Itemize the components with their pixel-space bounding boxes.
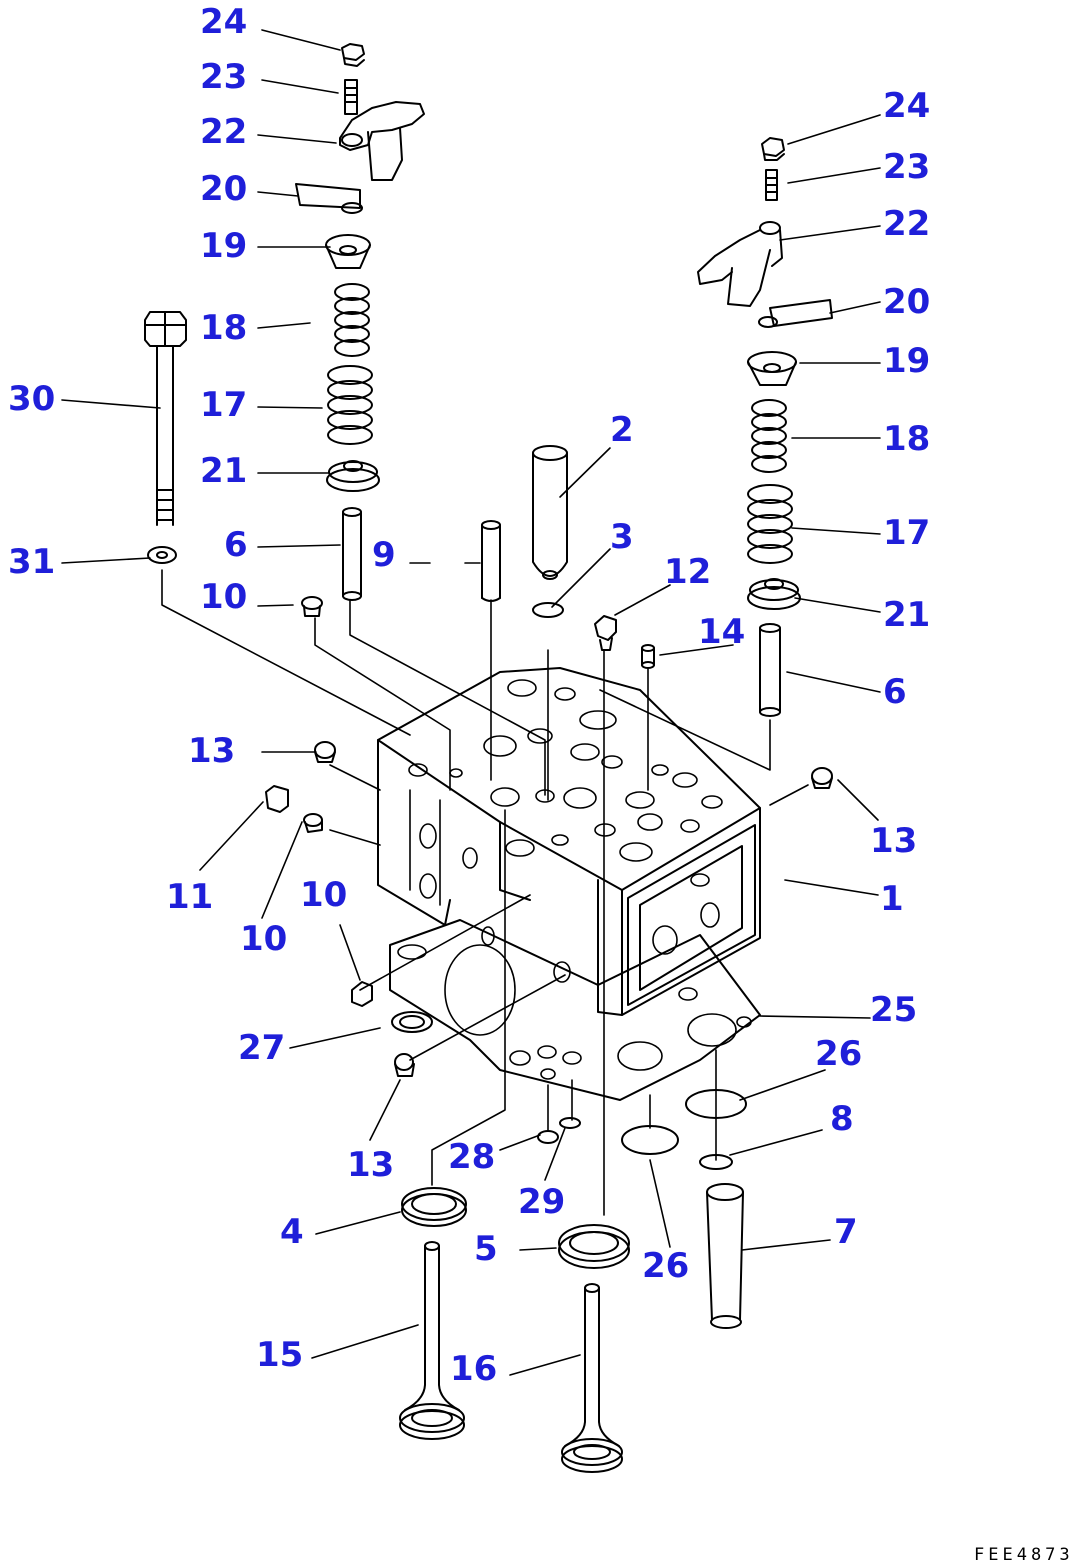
- label-22-left: 22: [200, 112, 247, 152]
- label-29: 29: [518, 1182, 565, 1222]
- label-3: 3: [610, 517, 634, 557]
- label-17-right: 17: [883, 513, 930, 553]
- label-30: 30: [8, 379, 55, 419]
- sleeve-7: [706, 1183, 744, 1329]
- label-22-right: 22: [883, 204, 930, 244]
- plug-13-upper-right: [811, 767, 833, 789]
- head-gasket-25: [389, 919, 761, 1101]
- outer-spring-17-right: [747, 484, 793, 564]
- retainer-19-left: [325, 234, 371, 269]
- leader-lines: [61, 29, 881, 1376]
- label-23-right: 23: [883, 147, 930, 187]
- label-8: 8: [830, 1099, 854, 1139]
- adjusting-screw-23-left: [344, 79, 358, 115]
- pin-14: [641, 644, 655, 669]
- plug-11: [265, 785, 289, 813]
- seal-26-upper: [685, 1089, 747, 1119]
- label-23-left: 23: [200, 57, 247, 97]
- label-7: 7: [834, 1212, 858, 1252]
- label-31: 31: [8, 542, 55, 582]
- valve-guide-6-right: [759, 623, 781, 717]
- label-21-left: 21: [200, 451, 247, 491]
- label-6-left: 6: [224, 525, 248, 565]
- right-valve-train: [697, 137, 833, 717]
- o-ring-3: [532, 602, 564, 618]
- label-10-left: 10: [240, 919, 287, 959]
- label-14: 14: [698, 612, 745, 652]
- label-25: 25: [870, 990, 917, 1030]
- valve-seat-5: [558, 1224, 630, 1269]
- outer-spring-17-left: [327, 365, 373, 445]
- label-18-right: 18: [883, 419, 930, 459]
- exhaust-valve-16: [561, 1283, 623, 1473]
- drawing-reference-code: FEE4873: [974, 1545, 1074, 1565]
- left-valve-train: [295, 43, 425, 601]
- seal-27: [391, 1011, 433, 1033]
- label-9: 9: [372, 535, 396, 575]
- ring-29: [559, 1117, 581, 1129]
- label-12: 12: [664, 552, 711, 592]
- rocker-pad-20-right: [758, 299, 833, 328]
- label-11: 11: [166, 877, 213, 917]
- label-17-left: 17: [200, 385, 247, 425]
- label-13-lower: 13: [347, 1145, 394, 1185]
- label-20-right: 20: [883, 282, 930, 322]
- label-19-left: 19: [200, 226, 247, 266]
- label-24-right: 24: [883, 86, 930, 126]
- label-18-left: 18: [200, 308, 247, 348]
- left-loose-parts: [144, 311, 833, 833]
- cylinder-head-1: [377, 667, 761, 1016]
- label-1: 1: [880, 879, 904, 919]
- label-21-right: 21: [883, 595, 930, 635]
- label-24-left: 24: [200, 2, 247, 42]
- label-16: 16: [450, 1349, 497, 1389]
- plug-13-upper-left: [314, 741, 336, 763]
- rocker-arm-22-left: [339, 101, 425, 181]
- part-callouts: 24 23 22 20 19 18 17 21 30 31 6 9 10 2 3…: [8, 2, 930, 1389]
- adjusting-screw-23-right: [765, 169, 778, 201]
- inner-spring-18-left: [334, 283, 370, 357]
- label-26-lower: 26: [642, 1246, 689, 1286]
- ring-28: [537, 1130, 559, 1144]
- label-10-mid: 10: [300, 875, 347, 915]
- plug-10-top: [301, 596, 323, 617]
- nut-24-right: [761, 137, 785, 161]
- label-5: 5: [474, 1229, 498, 1269]
- washer-31: [147, 546, 177, 564]
- seal-26-lower: [621, 1125, 679, 1155]
- label-28: 28: [448, 1137, 495, 1177]
- plug-13-lower: [394, 1053, 415, 1077]
- spring-seat-21-right: [747, 578, 801, 610]
- label-27: 27: [238, 1028, 285, 1068]
- label-26-upper: 26: [815, 1034, 862, 1074]
- intake-valve-15: [399, 1241, 465, 1440]
- inner-spring-18-right: [751, 399, 787, 473]
- lower-parts: [351, 981, 747, 1473]
- plug-10-lower: [351, 981, 373, 1007]
- label-4: 4: [280, 1212, 304, 1252]
- label-10-top: 10: [200, 577, 247, 617]
- head-bolt-30: [144, 311, 187, 526]
- label-2: 2: [610, 410, 634, 450]
- label-19-right: 19: [883, 341, 930, 381]
- fitting-12: [594, 615, 617, 651]
- label-13-upper-left: 13: [188, 731, 235, 771]
- label-6-right: 6: [883, 672, 907, 712]
- valve-guide-6-left: [342, 507, 362, 601]
- rocker-pad-20-left: [295, 183, 363, 214]
- injector-sleeve-2: [532, 445, 568, 580]
- label-20-left: 20: [200, 169, 247, 209]
- nut-24-left: [341, 43, 365, 67]
- label-13-upper-right: 13: [870, 821, 917, 861]
- valve-seat-4: [401, 1187, 467, 1227]
- plug-10-left: [303, 813, 323, 833]
- dowel-9: [481, 520, 501, 602]
- rocker-arm-22-right: [697, 221, 783, 307]
- retainer-19-right: [747, 351, 797, 386]
- spring-seat-21-left: [326, 460, 380, 492]
- o-ring-8: [699, 1154, 733, 1170]
- label-15: 15: [256, 1335, 303, 1375]
